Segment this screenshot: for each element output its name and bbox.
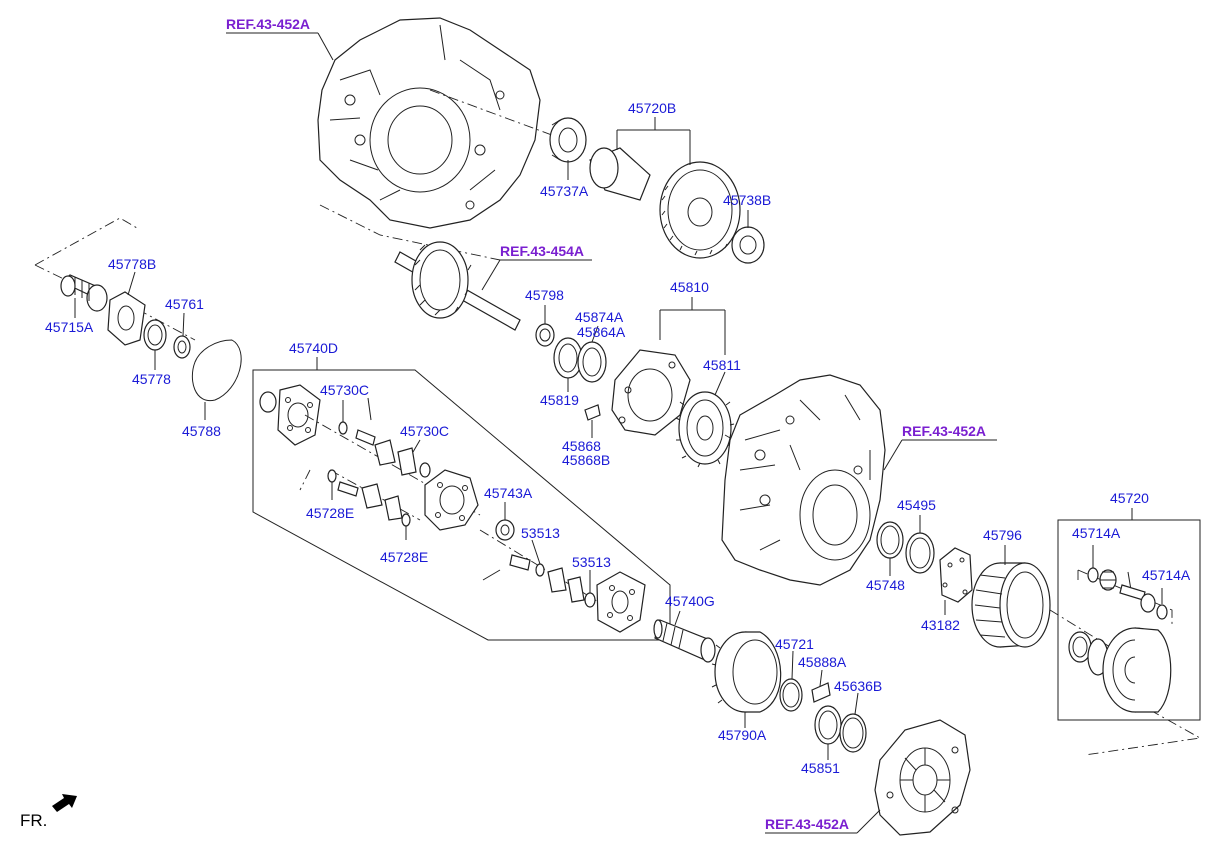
part-label-45819[interactable]: 45819 [540,392,579,408]
pin-53513 [482,554,545,581]
front-direction-indicator: FR. [20,794,77,830]
ring-gear-45790A [711,631,782,713]
part-label-45868[interactable]: 45868 [562,438,601,454]
seal-45778 [143,319,167,351]
washer-45743A [495,519,515,541]
part-label-45868B[interactable]: 45868B [562,452,610,468]
ref-label-case-top[interactable]: REF.43-452A [226,16,334,61]
part-label-45788[interactable]: 45788 [182,423,221,439]
part-label-45714A-right[interactable]: 45714A [1142,567,1191,583]
plate-43182 [939,547,973,603]
part-label-45748[interactable]: 45748 [866,577,905,593]
part-label-53513-upper[interactable]: 53513 [521,525,560,541]
part-label-45740D[interactable]: 45740D [289,340,338,356]
bushing-45888A [811,682,831,703]
cover-plate-45778B [107,291,146,346]
differential-group-frame [1057,519,1201,721]
transmission-cover-bottom [874,719,971,836]
bearing-45738B [731,226,765,264]
shaft-45740G [653,619,716,663]
carrier-center [424,469,479,531]
transmission-case-top [317,17,541,229]
bolt-45868 [584,404,601,421]
part-label-45720B[interactable]: 45720B [628,100,676,116]
snap-ring-45748 [876,521,904,559]
part-label-45874A[interactable]: 45874A [575,309,624,325]
arrow-icon [52,794,77,812]
part-label-45495[interactable]: 45495 [897,497,936,513]
washer-45714A-left [1087,545,1099,583]
part-label-45798[interactable]: 45798 [525,287,564,303]
bearing-45851 [814,705,842,745]
seal-45495 [905,532,935,574]
part-label-45796[interactable]: 45796 [983,527,1022,543]
thrust-washer-45874A [553,337,607,383]
part-label-45851[interactable]: 45851 [801,760,840,776]
axis-line [319,204,501,261]
part-label-53513-lower[interactable]: 53513 [572,554,611,570]
pin-and-washer-45730C [338,397,376,446]
ref-label-case-mid[interactable]: REF.43-452A [883,423,997,471]
washer-45761 [173,335,191,359]
svg-text:REF.43-452A: REF.43-452A [765,816,849,832]
part-label-45864A[interactable]: 45864A [577,324,626,340]
gear-shaft-45720B [589,147,741,259]
washer-45798 [535,323,555,347]
part-label-45728E-left[interactable]: 45728E [306,505,354,521]
needle-bearing-45730C [374,439,431,478]
output-shaft-assembly [394,241,521,331]
svg-text:REF.43-454A: REF.43-454A [500,243,584,259]
part-label-45778B[interactable]: 45778B [108,256,156,272]
pin-45714A [1119,571,1168,620]
part-label-45811[interactable]: 45811 [703,357,741,373]
part-label-45720[interactable]: 45720 [1110,490,1149,506]
part-label-45715A[interactable]: 45715A [45,319,94,335]
gear-45714A-left [1099,569,1117,591]
part-label-45743A[interactable]: 45743A [484,485,533,501]
part-label-45738B[interactable]: 45738B [723,192,771,208]
part-label-43182[interactable]: 43182 [921,617,960,633]
part-label-45714A-left[interactable]: 45714A [1072,525,1121,541]
planetary-carrier-right [596,571,646,633]
part-label-45737A[interactable]: 45737A [540,183,589,199]
svg-text:REF.43-452A: REF.43-452A [902,423,986,439]
part-label-45740G[interactable]: 45740G [665,593,715,609]
axis-line [299,414,621,616]
part-label-45761[interactable]: 45761 [165,296,204,312]
part-label-45721[interactable]: 45721 [775,636,814,652]
bearing-45737A [549,117,587,163]
part-label-45790A[interactable]: 45790A [718,727,767,743]
axis-line [429,89,561,139]
svg-text:REF.43-452A: REF.43-452A [226,16,310,32]
part-label-45888A[interactable]: 45888A [798,654,847,670]
differential-case-45720 [1087,627,1172,713]
parking-plate-45864A [611,349,691,436]
seal-45636B [839,713,867,753]
part-label-45636B[interactable]: 45636B [834,678,882,694]
svg-text:FR.: FR. [20,811,47,830]
ref-label-cover-bottom[interactable]: REF.43-452A [765,809,881,834]
part-label-45810[interactable]: 45810 [670,279,709,295]
planetary-carrier-left [259,384,321,446]
part-label-45778[interactable]: 45778 [132,371,171,387]
snap-ring-45788 [191,339,242,402]
part-label-45730C-upper[interactable]: 45730C [320,382,369,398]
sleeve-45715A [60,274,108,312]
transmission-case-mid [721,374,886,586]
snap-ring-45721 [779,678,803,712]
part-label-45728E-right[interactable]: 45728E [380,549,428,565]
ring-gear-45811 [675,391,735,468]
part-label-45730C-lower[interactable]: 45730C [400,423,449,439]
drum-45796 [971,562,1051,648]
needle-bearing-53513 [547,567,596,608]
ref-label-shaft[interactable]: REF.43-454A [481,243,592,291]
